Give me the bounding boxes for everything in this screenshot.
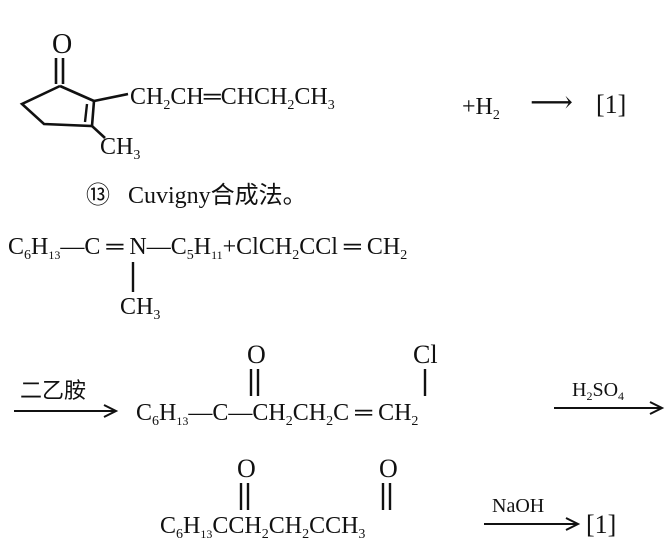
chlorine-atom: Cl bbox=[413, 340, 438, 369]
reaction-arrow-head bbox=[565, 517, 581, 531]
product-placeholder: [1] bbox=[596, 90, 626, 119]
formula-part: C bbox=[8, 234, 24, 260]
reaction-1: O CH2CH═CHCH2CH3 CH3 +H2 ⟶ [1] bbox=[19, 29, 626, 163]
formula-part: H bbox=[31, 234, 48, 260]
section-number: ⑬ bbox=[86, 181, 110, 209]
subscript: 4 bbox=[618, 389, 624, 403]
carbonyl-oxygen: O bbox=[247, 340, 266, 369]
arrow-reagent-sulfuric-acid: H2SO4 bbox=[572, 379, 624, 403]
reaction-arrow-head bbox=[103, 404, 119, 418]
subscript: 2 bbox=[586, 389, 592, 403]
formula-part: CCH bbox=[212, 513, 261, 539]
formula-part: CHCH bbox=[221, 84, 288, 110]
diketone-formula: C6H13CCH2CH2CCH3 bbox=[160, 513, 365, 542]
formula-part: CH bbox=[120, 294, 153, 320]
formula-part: CH bbox=[130, 84, 163, 110]
formula-part: H bbox=[572, 379, 586, 401]
carbonyl-oxygen-2: O bbox=[379, 454, 398, 483]
formula-part: C ═ CH bbox=[333, 400, 411, 426]
formula-part: +H bbox=[462, 94, 493, 120]
hydrogen-reagent: +H2 bbox=[462, 94, 500, 123]
methyl-group: CH3 bbox=[100, 134, 140, 163]
reaction-2-step-1: 二乙胺 O Cl C6H13—C—CH2CH2C ═ CH2 H2SO4 bbox=[14, 340, 665, 429]
methyl-bond bbox=[91, 125, 106, 139]
reaction-arrow: ⟶ bbox=[530, 86, 573, 119]
subscript: 6 bbox=[176, 527, 183, 542]
reaction-arrow-head bbox=[649, 401, 665, 415]
reaction-2-step-2: O O C6H13CCH2CH2CCH3 NaOH [1] bbox=[160, 454, 616, 542]
subscript: 2 bbox=[287, 98, 294, 113]
subscript: 2 bbox=[493, 108, 500, 123]
subscript: 6 bbox=[152, 414, 159, 429]
subscript: 2 bbox=[286, 414, 293, 429]
formula-part: —C—CH bbox=[187, 400, 285, 426]
formula-part: C bbox=[160, 513, 176, 539]
subscript: 2 bbox=[400, 248, 407, 263]
formula-part: CCl ═ CH bbox=[299, 234, 400, 260]
formula-part: CCH bbox=[309, 513, 358, 539]
formula-part: CH bbox=[100, 134, 133, 160]
subscript: 3 bbox=[358, 527, 365, 542]
subscript: 2 bbox=[163, 98, 170, 113]
formula-part: H bbox=[194, 234, 211, 260]
subscript: 6 bbox=[24, 248, 31, 263]
section-title: Cuvigny合成法。 bbox=[128, 182, 307, 209]
formula-part: CH bbox=[294, 84, 327, 110]
imine-and-dichloropropene: C6H13—C ═ N—C5H11+ClCH2CCl ═ CH2 bbox=[8, 234, 407, 263]
side-chain-bond bbox=[93, 92, 129, 103]
arrow-reagent-naoh: NaOH bbox=[492, 495, 544, 517]
side-chain-formula: CH2CH═CHCH2CH3 bbox=[130, 84, 335, 113]
ring-double-bond bbox=[83, 103, 89, 123]
methyl-group: CH3 bbox=[120, 294, 160, 323]
subscript: 5 bbox=[187, 248, 194, 263]
formula-part: C bbox=[136, 400, 152, 426]
product-placeholder: [1] bbox=[586, 510, 616, 539]
reaction-2-reactants: C6H13—C ═ N—C5H11+ClCH2CCl ═ CH2 CH3 bbox=[8, 234, 407, 323]
formula-part: H bbox=[159, 400, 176, 426]
section-heading: ⑬ Cuvigny合成法。 bbox=[86, 181, 307, 209]
formula-part: CH bbox=[269, 513, 302, 539]
formula-part: SO bbox=[592, 379, 618, 401]
double-bond-symbol: ═ bbox=[203, 84, 222, 110]
cyclopentene-ring bbox=[19, 84, 96, 128]
subscript: 2 bbox=[292, 248, 299, 263]
formula-part: +ClCH bbox=[223, 234, 293, 260]
subscript: 2 bbox=[411, 414, 418, 429]
subscript: 2 bbox=[302, 527, 309, 542]
subscript: 3 bbox=[153, 308, 160, 323]
subscript: 3 bbox=[328, 98, 335, 113]
formula-part: CH bbox=[293, 400, 326, 426]
subscript: 11 bbox=[211, 248, 223, 262]
subscript: 13 bbox=[200, 527, 212, 541]
subscript: 13 bbox=[176, 414, 188, 428]
carbonyl-oxygen-1: O bbox=[237, 454, 256, 483]
subscript: 2 bbox=[326, 414, 333, 429]
arrow-reagent-diethylamine: 二乙胺 bbox=[20, 379, 86, 404]
subscript: 2 bbox=[262, 527, 269, 542]
subscript: 13 bbox=[48, 248, 60, 262]
formula-part: H bbox=[183, 513, 200, 539]
chloroketone-formula: C6H13—C—CH2CH2C ═ CH2 bbox=[136, 400, 418, 429]
formula-part: —C ═ N—C bbox=[59, 234, 186, 260]
carbonyl-oxygen: O bbox=[52, 29, 72, 60]
subscript: 3 bbox=[133, 148, 140, 163]
formula-part: CH bbox=[170, 84, 203, 110]
